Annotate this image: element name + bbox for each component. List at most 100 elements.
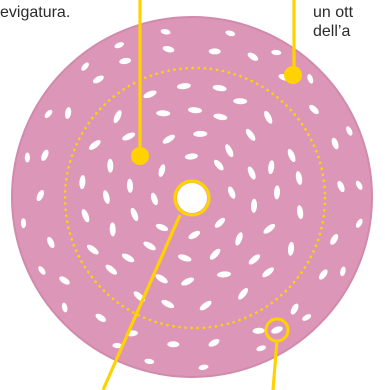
dust-hole: [79, 175, 86, 190]
dust-hole: [88, 140, 101, 150]
dust-hole: [225, 30, 236, 37]
dust-hole: [217, 271, 231, 278]
dust-hole: [188, 230, 201, 240]
dust-hole: [337, 180, 345, 193]
highlighted-hole: [271, 326, 283, 334]
dust-hole: [122, 132, 136, 141]
dust-hole: [262, 267, 274, 278]
dust-hole: [355, 218, 363, 228]
dust-hole: [209, 248, 221, 260]
dust-hole: [38, 266, 46, 275]
dust-hole: [233, 98, 248, 105]
dust-hole: [340, 266, 346, 277]
dust-hole: [184, 153, 198, 160]
center-hole: [177, 183, 207, 213]
dust-hole: [252, 327, 265, 334]
dust-hole: [81, 209, 90, 223]
dust-hole: [256, 345, 267, 352]
dust-hole: [225, 144, 234, 158]
disc-rim: [11, 16, 373, 378]
dust-hole: [330, 234, 339, 245]
dust-hole: [214, 159, 224, 171]
dust-hole: [144, 358, 155, 365]
dust-hole: [158, 164, 166, 177]
dust-hole: [355, 180, 363, 190]
dust-hole: [214, 217, 226, 228]
dust-hole: [114, 42, 124, 49]
dust-hole: [130, 207, 139, 222]
callout-line-center: [101, 214, 182, 390]
dust-hole: [59, 276, 70, 285]
dust-hole: [199, 300, 212, 311]
dust-hole: [263, 223, 276, 234]
dust-hole: [212, 84, 227, 92]
dust-hole: [121, 253, 135, 263]
dust-hole: [247, 52, 259, 61]
dust-hole: [287, 148, 296, 163]
dust-hole: [156, 110, 171, 117]
callout-dot-outer-area: [284, 66, 302, 84]
callout-dot-inner-area: [131, 147, 149, 165]
dust-hole: [271, 49, 282, 56]
dust-hole: [235, 232, 243, 246]
dust-hole: [24, 152, 31, 163]
dust-hole: [64, 107, 72, 119]
callout-line-hole: [271, 339, 279, 390]
dust-hole: [36, 190, 45, 202]
dust-hole: [112, 342, 123, 349]
dust-hole: [287, 241, 295, 256]
dust-hole: [309, 104, 319, 115]
dust-hole: [155, 223, 169, 232]
dust-hole: [86, 244, 99, 255]
dust-hole: [20, 218, 27, 229]
dust-hole: [113, 110, 122, 124]
dust-hole: [188, 107, 202, 114]
dust-hole: [307, 74, 314, 84]
dust-hole: [198, 364, 209, 371]
dust-hole: [162, 45, 175, 53]
dust-hole: [41, 149, 49, 161]
dust-hole: [107, 158, 114, 173]
dust-hole: [296, 205, 304, 220]
dust-hole: [150, 192, 158, 206]
dust-hole: [126, 178, 134, 193]
dust-hole: [181, 277, 195, 286]
hole-callout-ring: [264, 317, 290, 343]
dust-hole: [268, 160, 275, 175]
dust-hole: [155, 274, 168, 284]
dust-hole: [167, 341, 180, 348]
dust-hole: [162, 134, 175, 144]
dust-hole: [238, 288, 249, 300]
dust-hole: [227, 186, 236, 199]
dust-hole: [248, 254, 261, 265]
dust-hole: [273, 185, 281, 200]
dust-hole: [331, 137, 339, 150]
dust-hole: [105, 264, 118, 275]
center-callout-ring: [173, 179, 211, 217]
dust-hole: [92, 75, 104, 84]
dust-hole: [208, 338, 220, 347]
dust-hole: [103, 190, 110, 204]
dust-hole: [160, 29, 171, 35]
dust-hole: [264, 110, 273, 124]
caption-right-line-1: un ott: [313, 4, 354, 21]
dust-hole: [250, 198, 258, 213]
dust-hole: [193, 130, 208, 137]
dust-hole: [245, 128, 256, 141]
dust-hole: [109, 222, 116, 237]
dust-hole: [213, 113, 228, 121]
dust-holes: [20, 29, 363, 371]
dust-hole: [290, 303, 299, 315]
dust-hole: [44, 109, 53, 118]
inner-ring-dotted: [63, 66, 327, 330]
caption-right: un ott dell’a: [313, 3, 353, 41]
dust-hole: [61, 302, 68, 313]
dust-hole: [47, 236, 55, 249]
dust-hole: [247, 166, 256, 180]
dust-hole: [143, 241, 156, 251]
dust-hole: [318, 269, 328, 280]
caption-left: evigatura.: [0, 4, 71, 21]
callout-lines: [101, 0, 296, 390]
